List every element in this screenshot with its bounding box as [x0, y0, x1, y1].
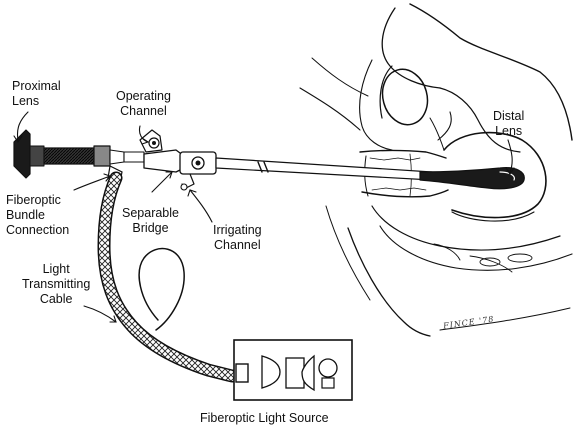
label-separable-bridge-line1: Separable [122, 206, 179, 220]
anatomy-bladder-wall [443, 131, 547, 219]
label-fiberoptic-bundle-connection: Fiberoptic Bundle Connection [6, 193, 69, 238]
label-operating-channel-line1: Operating [116, 89, 171, 103]
cable-loop [138, 247, 185, 331]
anatomy-outer-contour [409, 3, 573, 141]
label-fiberoptic-line1: Fiberoptic [6, 193, 61, 207]
light-transmitting-cable [97, 165, 239, 383]
label-light-cable-line1: Light [42, 262, 70, 276]
endoscope-sheath [215, 157, 433, 181]
anatomy-illustration [299, 3, 573, 337]
label-distal-lens-line2: Lens [495, 124, 523, 138]
anatomy-pubic-bone [381, 68, 429, 126]
label-fiberoptic-line2: Bundle [6, 208, 45, 222]
anatomy-urethra [359, 149, 447, 159]
label-proximal-lens-line1: Proximal [12, 79, 61, 93]
leader-irrigating-channel [189, 189, 213, 223]
label-fiberoptic-line3: Connection [6, 223, 70, 237]
label-separable-bridge-line2: Bridge [132, 221, 169, 235]
leader-fiberoptic-bundle [73, 175, 111, 191]
leader-separable-bridge [151, 171, 173, 193]
label-fiberoptic-light-source: Fiberoptic Light Source [200, 411, 329, 425]
label-operating-channel: Operating Channel [116, 89, 171, 119]
endoscope [13, 129, 525, 191]
label-separable-bridge: Separable Bridge [122, 206, 179, 236]
leader-proximal-lens [16, 111, 29, 141]
label-light-cable-line2: Transmitting [22, 277, 91, 291]
leader-lines [13, 111, 515, 323]
label-proximal-lens: Proximal Lens [12, 79, 61, 109]
label-irrigating-channel: Irrigating Channel [213, 223, 262, 253]
label-operating-channel-line2: Channel [120, 104, 167, 118]
leader-distal-lens [507, 139, 513, 173]
label-proximal-lens-line2: Lens [12, 94, 40, 108]
leader-light-cable [83, 305, 117, 323]
label-distal-lens-line1: Distal [493, 109, 525, 123]
label-irrigating-channel-line1: Irrigating [213, 223, 262, 237]
separable-bridge-block [143, 149, 185, 173]
telescope-body [43, 147, 95, 165]
proximal-lens-eyepiece [13, 129, 31, 179]
label-irrigating-channel-line2: Channel [214, 238, 261, 252]
label-distal-lens: Distal Lens [493, 109, 524, 139]
label-light-cable-line3: Cable [39, 292, 73, 306]
label-light-transmitting-cable: Light Transmitting Cable [22, 262, 90, 307]
light-source-box [233, 339, 353, 401]
distal-lens-tip [419, 167, 525, 190]
